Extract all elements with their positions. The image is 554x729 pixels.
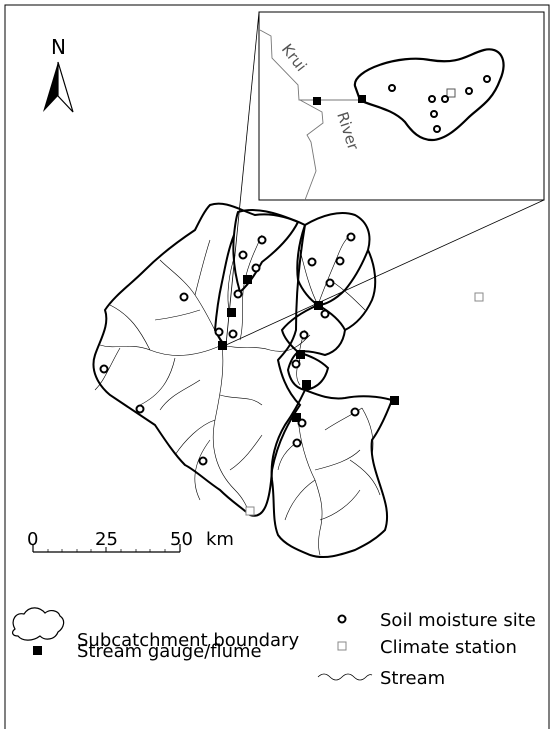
legend-label-boundary: Subcatchment boundary bbox=[77, 630, 299, 651]
legend: Subcatchment boundary Stream gauge/flume… bbox=[12, 607, 536, 689]
scale-tick-25: 25 bbox=[95, 529, 118, 550]
map-frame bbox=[4, 4, 550, 729]
legend-soil-moisture-symbol bbox=[337, 614, 347, 624]
legend-label-stream: Stream bbox=[380, 668, 445, 689]
legend-stream-symbol bbox=[317, 673, 373, 681]
climate-stations bbox=[245, 292, 484, 516]
north-arrow: N bbox=[43, 35, 74, 113]
north-label: N bbox=[51, 35, 66, 59]
legend-gauge-symbol bbox=[33, 646, 42, 655]
scale-bar: 0 25 50 km bbox=[27, 529, 234, 553]
soil-moisture-sites bbox=[99, 232, 360, 466]
scale-unit: km bbox=[206, 529, 234, 550]
legend-boundary-symbol bbox=[12, 607, 65, 641]
stream-gauges bbox=[218, 275, 399, 422]
legend-label-soil-moisture: Soil moisture site bbox=[380, 610, 536, 631]
scale-tick-50: 50 bbox=[170, 529, 193, 550]
legend-climate-symbol bbox=[337, 641, 347, 651]
legend-label-gauge: Stream gauge/flume bbox=[77, 641, 262, 662]
inset-map: Krui River bbox=[225, 11, 545, 346]
scale-tick-0: 0 bbox=[27, 529, 38, 550]
legend-label-climate: Climate station bbox=[380, 637, 517, 658]
